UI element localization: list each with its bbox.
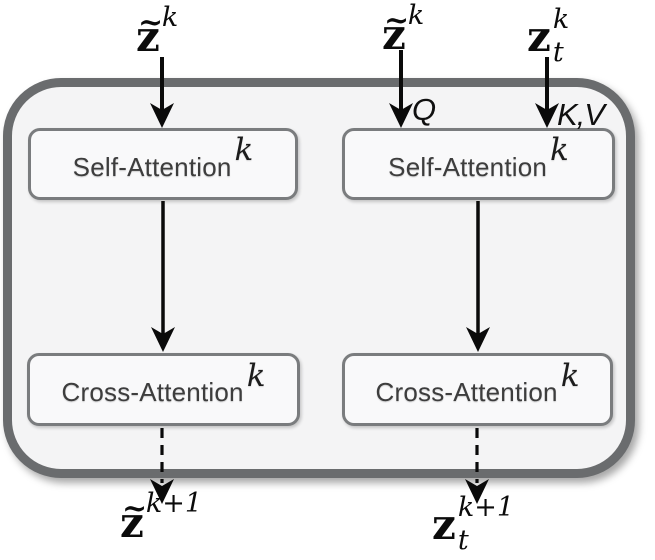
block-superscript-k: k bbox=[560, 357, 580, 394]
math-base-z: z bbox=[120, 498, 144, 547]
block-superscript-k: k bbox=[550, 132, 569, 168]
math-base-z: z bbox=[527, 12, 551, 61]
math-superscript: k bbox=[552, 4, 570, 35]
tilde-accent: ~ bbox=[384, 3, 410, 38]
math-superscript: k bbox=[161, 2, 179, 33]
math-base-z: z bbox=[382, 10, 406, 59]
math-base-z: z bbox=[136, 12, 160, 61]
block-superscript-k: k bbox=[246, 357, 266, 394]
tilde-accent: ~ bbox=[122, 491, 148, 526]
block-label: Self-Attention bbox=[72, 151, 232, 182]
math-superscript: k+1 bbox=[145, 488, 203, 519]
math-superscript: k bbox=[407, 0, 425, 31]
math-subscript: t bbox=[552, 37, 564, 68]
math-superscript: k+1 bbox=[457, 492, 515, 523]
query-edge-label: Q bbox=[412, 92, 437, 127]
block-label: Cross-Attention bbox=[61, 377, 244, 407]
key-value-edge-label: K,V bbox=[557, 97, 605, 132]
block-label: Self-Attention bbox=[388, 151, 548, 182]
block-superscript-k: k bbox=[234, 132, 254, 168]
block-label: Cross-Attention bbox=[375, 377, 558, 407]
math-base-z: z bbox=[432, 500, 456, 549]
tilde-accent: ~ bbox=[138, 5, 164, 40]
math-subscript: t bbox=[457, 525, 469, 556]
